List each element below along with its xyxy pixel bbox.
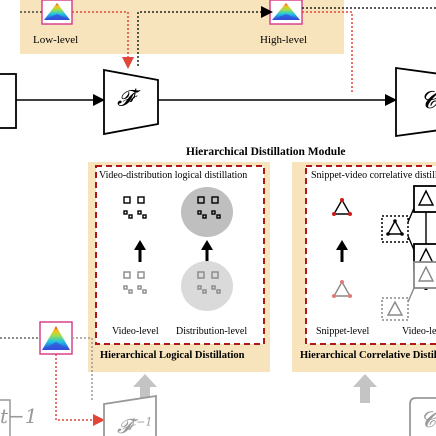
up-arrow-icon bbox=[133, 374, 157, 403]
low-level-red-path bbox=[72, 11, 134, 69]
high-level-red-path bbox=[302, 11, 353, 92]
previous-student-trapezoid bbox=[103, 394, 157, 436]
previous-step-red-path bbox=[55, 354, 105, 426]
video-level-student-graph bbox=[381, 261, 436, 321]
correlative-right-label: Video-level bbox=[402, 326, 436, 337]
previous-teacher-box bbox=[409, 397, 436, 436]
logical-right-label: Distribution-level bbox=[176, 326, 248, 337]
logical-distillation-dashed-box bbox=[95, 165, 265, 345]
connector-to-high-level bbox=[137, 6, 273, 66]
student-module-symbol: 𝓕t bbox=[117, 86, 139, 112]
up-arrow-icon bbox=[134, 240, 146, 250]
logical-left-label: Video-level bbox=[112, 326, 159, 337]
up-arrow-icon bbox=[336, 240, 348, 250]
teacher-encoder-trapezoid bbox=[395, 66, 436, 138]
previous-input-fragment: t−1 bbox=[0, 404, 38, 428]
3d-heatmap-icon bbox=[39, 321, 73, 355]
high-level-label: High-level bbox=[260, 34, 308, 46]
distribution-blob bbox=[181, 261, 233, 311]
video-level-student-points bbox=[123, 271, 147, 294]
distribution-blob bbox=[181, 187, 233, 237]
input-module-box bbox=[0, 73, 17, 129]
previous-step-gray-path bbox=[72, 337, 93, 400]
logical-caption: Hierarchical Logical Distillation bbox=[100, 350, 245, 361]
student-encoder-trapezoid bbox=[103, 68, 159, 136]
3d-heatmap-icon bbox=[41, 0, 73, 25]
distribution-level-teacher-points bbox=[197, 196, 221, 219]
module-title: Hierarchical Distillation Module bbox=[186, 146, 346, 158]
correlative-header: Snippet-video correlative distillation bbox=[311, 170, 436, 181]
previous-student-symbol: 𝓕t−1 bbox=[117, 414, 153, 436]
previous-teacher-symbol: 𝓒 bbox=[420, 408, 436, 433]
video-level-teacher-points bbox=[123, 196, 147, 219]
correlative-caption: Hierarchical Correlative Distillation bbox=[300, 350, 436, 361]
correlative-left-label: Snippet-level bbox=[316, 326, 370, 337]
logical-header: Video-distribution logical distillation bbox=[99, 170, 248, 181]
up-arrow-icon bbox=[201, 240, 213, 250]
teacher-module-symbol: 𝓒 bbox=[420, 86, 436, 114]
snippet-level-student-graph bbox=[332, 280, 352, 298]
3d-heatmap-icon bbox=[269, 0, 303, 25]
up-arrow-icon bbox=[353, 374, 377, 403]
distribution-level-student-points bbox=[197, 271, 221, 294]
snippet-level-teacher-graph bbox=[332, 198, 352, 216]
previous-input-box bbox=[0, 399, 11, 436]
low-level-label: Low-level bbox=[33, 34, 79, 46]
